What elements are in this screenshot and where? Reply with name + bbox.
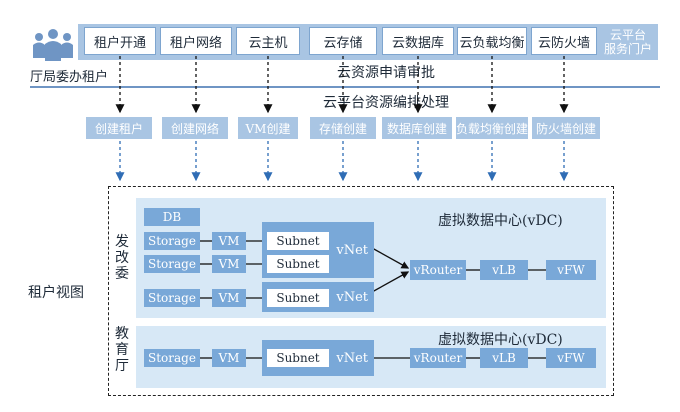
vm-node: VM [212, 232, 246, 250]
people-icon [33, 29, 73, 61]
vlb-node: vLB [480, 348, 528, 368]
subnet-box: Subnet [266, 288, 330, 308]
storage-node: Storage [144, 289, 200, 307]
vfw-node: vFW [546, 260, 596, 280]
approval-label: 云资源申请审批 [337, 65, 435, 81]
create-firewall: 防火墙创建 [532, 117, 600, 139]
storage-node: Storage [144, 232, 200, 250]
portal-label-line1: 云平台 [609, 28, 646, 42]
vrouter-node: vRouter [410, 260, 466, 280]
db-node: DB [144, 208, 200, 226]
vnet-label: vNet [336, 242, 368, 258]
dept-label-education: 教育厅 [115, 326, 129, 374]
create-vm: VM创建 [238, 117, 298, 139]
vm-node: VM [212, 255, 246, 273]
service-cloud-host: 云主机 [236, 27, 300, 55]
storage-node: Storage [144, 255, 200, 273]
vdc-title-ndrc: 虚拟数据中心(vDC) [438, 213, 563, 229]
subnet-box: Subnet [266, 254, 330, 274]
tenant-label: 厅局委办租户 [30, 70, 109, 85]
service-tenant-open: 租户开通 [84, 27, 156, 55]
vm-node: VM [212, 349, 246, 367]
vnet-label: vNet [336, 350, 368, 366]
vrouter-node: vRouter [410, 348, 466, 368]
service-cloud-database: 云数据库 [382, 27, 454, 55]
create-storage: 存储创建 [310, 117, 376, 139]
vm-node: VM [212, 289, 246, 307]
portal-label-line2: 服务门户 [603, 42, 652, 56]
create-tenant: 创建租户 [86, 117, 152, 139]
vfw-node: vFW [546, 348, 596, 368]
tenant-view-label: 租户视图 [28, 285, 84, 301]
create-network: 创建网络 [162, 117, 228, 139]
create-loadbalancer: 负载均衡创建 [456, 117, 528, 139]
service-tenant-network: 租户网络 [160, 27, 232, 55]
subnet-box: Subnet [266, 231, 330, 251]
portal-label: 云平台 服务门户 [598, 24, 658, 60]
storage-node: Storage [144, 349, 200, 367]
tenant-view-frame [108, 186, 614, 396]
service-cloud-loadbalancer: 云负载均衡 [457, 27, 527, 55]
create-database: 数据库创建 [382, 117, 452, 139]
service-cloud-firewall: 云防火墙 [531, 27, 597, 55]
subnet-box: Subnet [266, 348, 330, 368]
dept-label-ndrc: 发改委 [115, 234, 129, 282]
vdc-title-education: 虚拟数据中心(vDC) [438, 332, 563, 348]
service-cloud-storage: 云存储 [309, 27, 377, 55]
vnet-label: vNet [336, 289, 368, 305]
vlb-node: vLB [480, 260, 528, 280]
